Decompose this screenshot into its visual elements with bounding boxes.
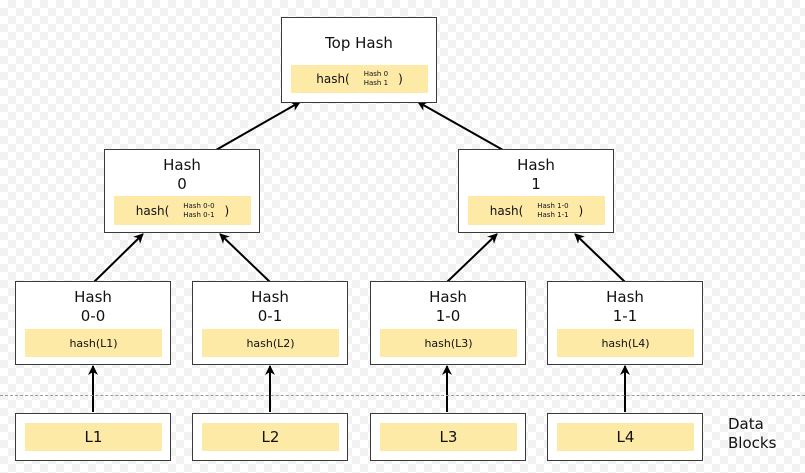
hash-1-1-node: Hash 1-1 hash(L4) (547, 281, 703, 365)
arrow-hash-1-to-top-hash (417, 101, 504, 151)
hash-1-0-node: Hash 1-0 hash(L3) (370, 281, 526, 365)
top-hash-close: ) (398, 72, 403, 86)
hash-1-formula: hash( Hash 1-0 Hash 1-1 ) (468, 196, 605, 225)
hash-0-title-line2: 0 (177, 175, 187, 193)
hash-1-args: Hash 1-0 Hash 1-1 (537, 202, 568, 220)
hash-0-arg-1: Hash 0-0 (183, 201, 215, 210)
arrow-hash-1-1-to-hash-1 (574, 233, 626, 283)
arrow-hash-0-to-top-hash (215, 101, 301, 151)
arrow-hash-0-1-to-hash-0 (219, 233, 271, 283)
hash-0-1-title-line1: Hash (251, 288, 289, 306)
top-hash-title: Top Hash (325, 34, 393, 52)
hash-1-arg-1: Hash 1-0 (537, 201, 569, 210)
data-block-l4-label: L4 (557, 423, 694, 451)
data-blocks-label-line2: Blocks (728, 434, 777, 452)
hash-1-title-line2: 1 (531, 175, 541, 193)
hash-1-0-title-line2: 1-0 (435, 307, 461, 325)
hash-1-arg-2: Hash 1-1 (537, 210, 569, 219)
data-block-l2-label: L2 (202, 423, 339, 451)
hash-0-1-node: Hash 0-1 hash(L2) (192, 281, 348, 365)
hash-1-0-title-line1: Hash (429, 288, 467, 306)
arrow-hash-1-0-to-hash-1 (446, 233, 498, 283)
top-hash-fn: hash( (316, 72, 350, 86)
data-blocks-divider (0, 395, 805, 396)
top-hash-node: Top Hash hash( Hash 0 Hash 1 ) (281, 17, 437, 103)
hash-1-node: Hash 1 hash( Hash 1-0 Hash 1-1 ) (458, 149, 614, 233)
data-blocks-label-line1: Data (728, 415, 764, 433)
hash-0-0-node: Hash 0-0 hash(L1) (15, 281, 171, 365)
data-block-l1: L1 (15, 413, 171, 461)
data-block-l4: L4 (547, 413, 703, 461)
hash-0-title-line1: Hash (163, 156, 201, 174)
data-block-l3: L3 (370, 413, 526, 461)
top-hash-args: Hash 0 Hash 1 (364, 70, 388, 88)
data-block-l1-label: L1 (25, 423, 162, 451)
top-hash-arg-2: Hash 1 (363, 79, 389, 87)
hash-1-close: ) (578, 203, 584, 218)
hash-1-1-title-line1: Hash (606, 288, 644, 306)
hash-1-fn: hash( (489, 203, 524, 218)
hash-0-fn: hash( (135, 203, 170, 218)
top-hash-arg-1: Hash 0 (363, 70, 389, 78)
hash-1-1-title-line2: 1-1 (612, 307, 638, 325)
hash-0-0-formula: hash(L1) (25, 329, 162, 357)
data-block-l3-label: L3 (380, 423, 517, 451)
hash-1-0-formula: hash(L3) (380, 329, 517, 357)
hash-0-formula: hash( Hash 0-0 Hash 0-1 ) (114, 196, 251, 225)
hash-0-node: Hash 0 hash( Hash 0-0 Hash 0-1 ) (104, 149, 260, 233)
hash-1-title-line1: Hash (517, 156, 555, 174)
hash-1-1-formula: hash(L4) (557, 329, 694, 357)
data-block-l2: L2 (192, 413, 348, 461)
hash-0-0-title-line2: 0-0 (80, 307, 106, 325)
hash-0-close: ) (224, 203, 230, 218)
hash-0-0-title-line1: Hash (74, 288, 112, 306)
data-blocks-label: Data Blocks (728, 415, 776, 453)
hash-0-1-title-line2: 0-1 (257, 307, 283, 325)
top-hash-formula: hash( Hash 0 Hash 1 ) (291, 65, 428, 93)
hash-0-arg-2: Hash 0-1 (183, 210, 215, 219)
hash-0-args: Hash 0-0 Hash 0-1 (183, 202, 214, 220)
arrow-hash-0-0-to-hash-0 (93, 233, 144, 283)
hash-0-1-formula: hash(L2) (202, 329, 339, 357)
